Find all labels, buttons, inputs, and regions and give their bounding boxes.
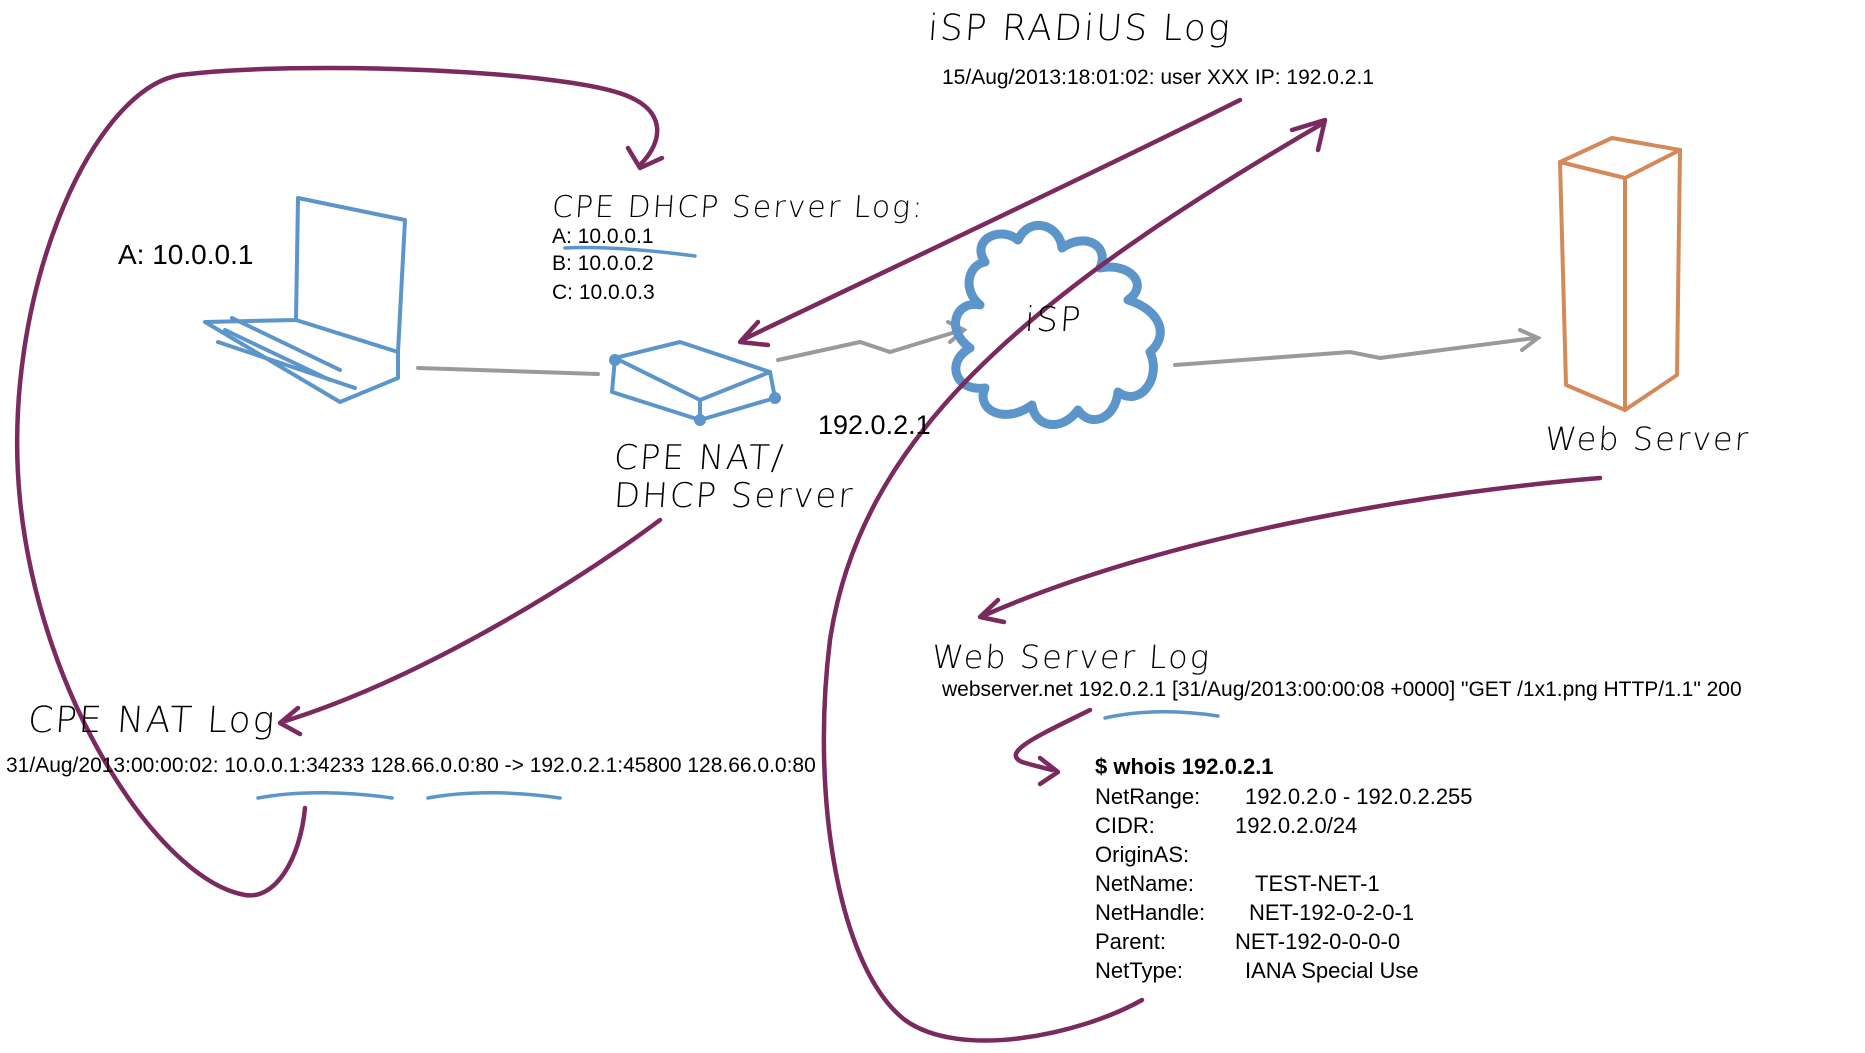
isp-label: iSP <box>1023 300 1084 340</box>
whois-key: NetType: <box>1095 958 1184 983</box>
dhcp-lease-a: A: 10.0.0.1 <box>552 225 654 248</box>
whois-key: Parent: <box>1095 929 1166 954</box>
nat-log-entry: 31/Aug/2013:00:00:02: 10.0.0.1:34233 128… <box>6 754 816 777</box>
purple-arrows <box>14 65 1603 1043</box>
whois-row-cidr: CIDR: 192.0.2.0/24 <box>1095 811 1473 840</box>
web-server-icon <box>1558 136 1682 412</box>
web-server-log-entry: webserver.net 192.0.2.1 [31/Aug/2013:00:… <box>942 678 1742 701</box>
dhcp-lease-c: C: 10.0.0.3 <box>552 281 655 304</box>
whois-row-nettype: NetType: IANA Special Use <box>1095 956 1473 985</box>
isp-radius-log-entry: 15/Aug/2013:18:01:02: user XXX IP: 192.0… <box>942 66 1374 89</box>
whois-row-parent: Parent: NET-192-0-0-0-0 <box>1095 927 1473 956</box>
whois-value: 192.0.2.0/24 <box>1235 813 1358 838</box>
link-isp-webserver <box>1173 328 1542 367</box>
highlight-underlines <box>256 245 1220 800</box>
whois-output: $ whois 192.0.2.1 NetRange: 192.0.2.0 - … <box>1095 752 1473 985</box>
whois-key: CIDR: <box>1095 813 1155 838</box>
laptop-label: A: 10.0.0.1 <box>118 239 254 270</box>
whois-value: 192.0.2.0 - 192.0.2.255 <box>1245 784 1473 809</box>
router-icon <box>609 340 781 426</box>
router-label-line1: CPE NAT/ <box>612 438 787 478</box>
dhcp-server-log-title: CPE DHCP Server Log: <box>550 190 926 225</box>
whois-value: IANA Special Use <box>1245 958 1419 983</box>
router-public-ip: 192.0.2.1 <box>818 410 931 440</box>
whois-row-originas: OriginAS: <box>1095 840 1473 869</box>
dhcp-lease-b: B: 10.0.0.2 <box>552 252 654 275</box>
whois-key: NetRange: <box>1095 784 1201 809</box>
whois-row-netrange: NetRange: 192.0.2.0 - 192.0.2.255 <box>1095 782 1473 811</box>
whois-command: $ whois 192.0.2.1 <box>1095 754 1274 779</box>
laptop-icon <box>203 196 407 404</box>
whois-row-netname: NetName: TEST-NET-1 <box>1095 869 1473 898</box>
isp-cloud-icon <box>951 220 1165 430</box>
whois-value: NET-192-0-0-0-0 <box>1235 929 1401 954</box>
whois-value: TEST-NET-1 <box>1255 871 1380 896</box>
whois-key: NetHandle: <box>1095 900 1206 925</box>
web-server-log-title: Web Server Log <box>930 638 1213 676</box>
link-laptop-router <box>416 366 600 376</box>
isp-radius-log-title: iSP RADiUS Log <box>926 8 1234 49</box>
link-router-isp <box>776 320 968 362</box>
nat-log-title: CPE NAT Log <box>26 700 278 741</box>
whois-value: NET-192-0-2-0-1 <box>1249 900 1415 925</box>
web-server-label: Web Server <box>1543 420 1752 458</box>
whois-key: NetName: <box>1095 871 1195 896</box>
whois-row-nethandle: NetHandle: NET-192-0-2-0-1 <box>1095 898 1473 927</box>
whois-key: OriginAS: <box>1095 842 1190 867</box>
router-label-line2: DHCP Server <box>612 476 856 516</box>
